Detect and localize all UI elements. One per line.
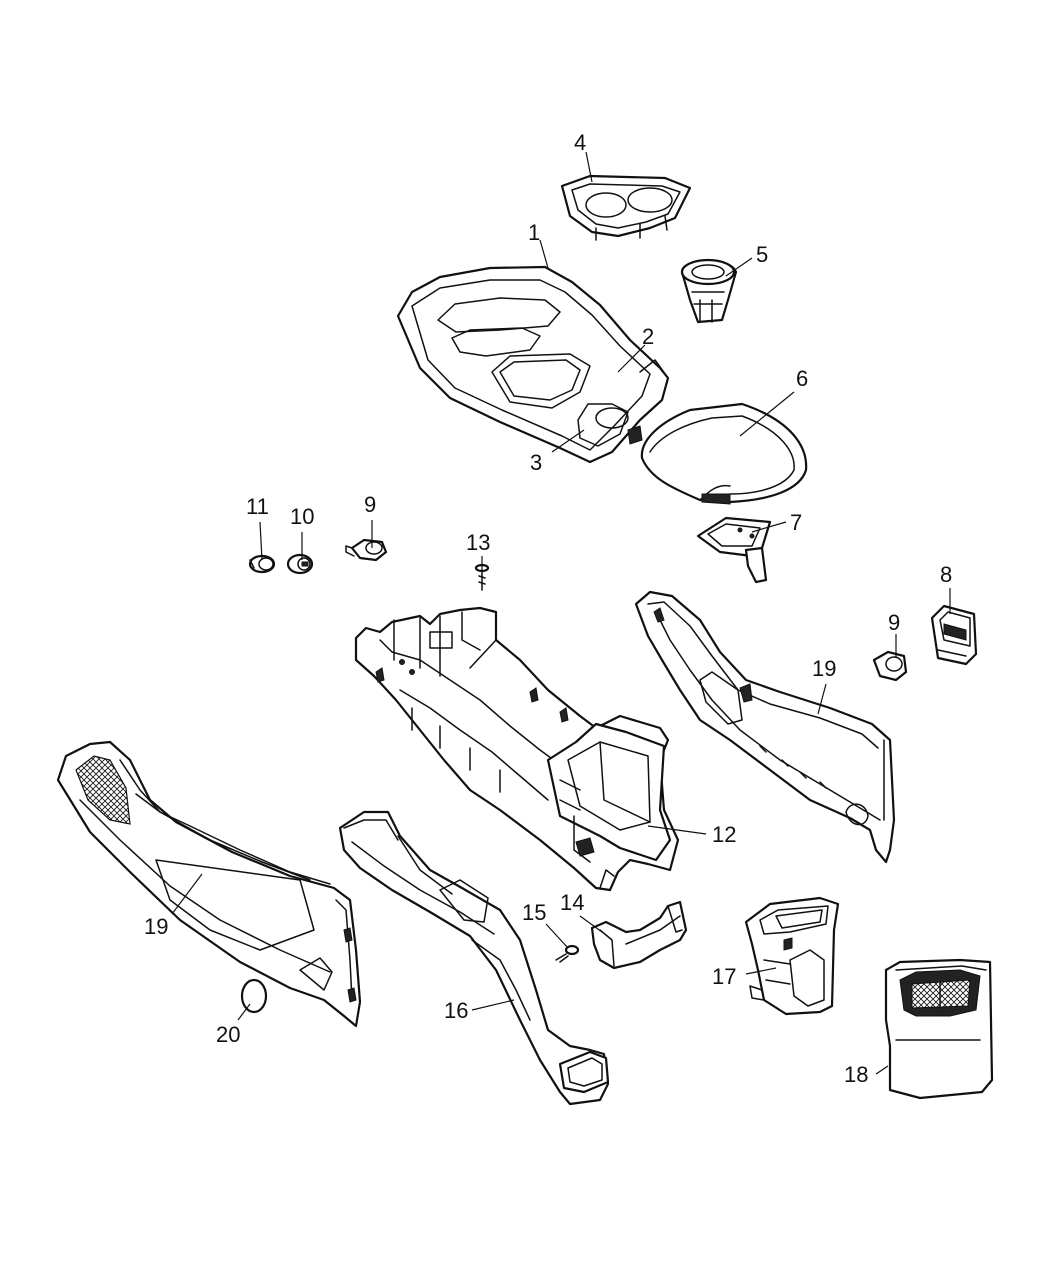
leader-19a [171, 873, 203, 915]
leader-12 [647, 825, 707, 835]
leader-7 [751, 521, 787, 533]
leader-14 [579, 915, 603, 933]
callout-10: 10 [290, 504, 314, 529]
callout-17: 17 [712, 964, 736, 989]
callout-3: 3 [530, 450, 542, 475]
part-12-console-base[interactable] [354, 606, 680, 892]
callout-1: 1 [528, 220, 540, 245]
part-1-console-top-bezel[interactable] [396, 265, 670, 464]
callout-9-rear: 9 [888, 610, 900, 635]
callout-7: 7 [790, 510, 802, 535]
part-20-plug[interactable] [240, 978, 268, 1014]
leader-3 [551, 429, 585, 453]
callout-20: 20 [216, 1022, 240, 1047]
part-7-armrest-hinge[interactable] [696, 516, 772, 584]
leader-6 [739, 391, 795, 437]
leader-5 [725, 257, 753, 277]
callout-labels: 1 2 3 4 5 6 7 8 9 9 10 11 12 13 14 15 16… [144, 130, 952, 1087]
part-16-air-duct[interactable] [338, 810, 610, 1106]
callout-8: 8 [940, 562, 952, 587]
leader-1 [539, 239, 549, 269]
part-17-rear-vent-housing[interactable] [744, 896, 840, 1016]
leader-2 [617, 344, 646, 373]
part-4-cupholder-bezel[interactable] [560, 174, 692, 241]
callout-12: 12 [712, 822, 736, 847]
leader-lines [171, 151, 951, 1075]
part-9-auxiliary-jack-front[interactable] [345, 538, 388, 562]
part-5-cupholder-insert[interactable] [680, 258, 738, 324]
callout-9-front: 9 [364, 492, 376, 517]
callout-4: 4 [574, 130, 586, 155]
callout-16: 16 [444, 998, 468, 1023]
part-15-screw[interactable] [555, 944, 580, 963]
callout-11: 11 [246, 494, 269, 519]
part-10-usb-port[interactable] [286, 553, 314, 575]
callout-18: 18 [844, 1062, 868, 1087]
leader-17 [745, 967, 777, 975]
leader-11 [259, 521, 263, 561]
leader-4 [585, 151, 593, 183]
part-6-armrest-lid[interactable] [640, 402, 808, 505]
part-19-side-trim-left[interactable] [56, 740, 362, 1028]
leader-18 [875, 1065, 889, 1075]
callout-19-left: 19 [144, 914, 168, 939]
part-14-bracket[interactable] [590, 900, 688, 970]
part-19-side-trim-right[interactable] [634, 590, 896, 864]
callout-14: 14 [560, 890, 584, 915]
callout-19-right: 19 [812, 656, 836, 681]
callout-13: 13 [466, 530, 490, 555]
callout-2: 2 [642, 324, 654, 349]
part-9-auxiliary-jack-rear[interactable] [872, 650, 908, 682]
callout-15: 15 [522, 900, 546, 925]
leader-19b [817, 683, 827, 715]
callout-5: 5 [756, 242, 768, 267]
callout-6: 6 [796, 366, 808, 391]
part-18-rear-vent-bezel[interactable] [884, 958, 994, 1100]
leader-15 [545, 923, 569, 949]
leader-20 [237, 1003, 251, 1021]
leader-16 [471, 999, 515, 1011]
part-8-switch-module[interactable] [930, 604, 978, 666]
